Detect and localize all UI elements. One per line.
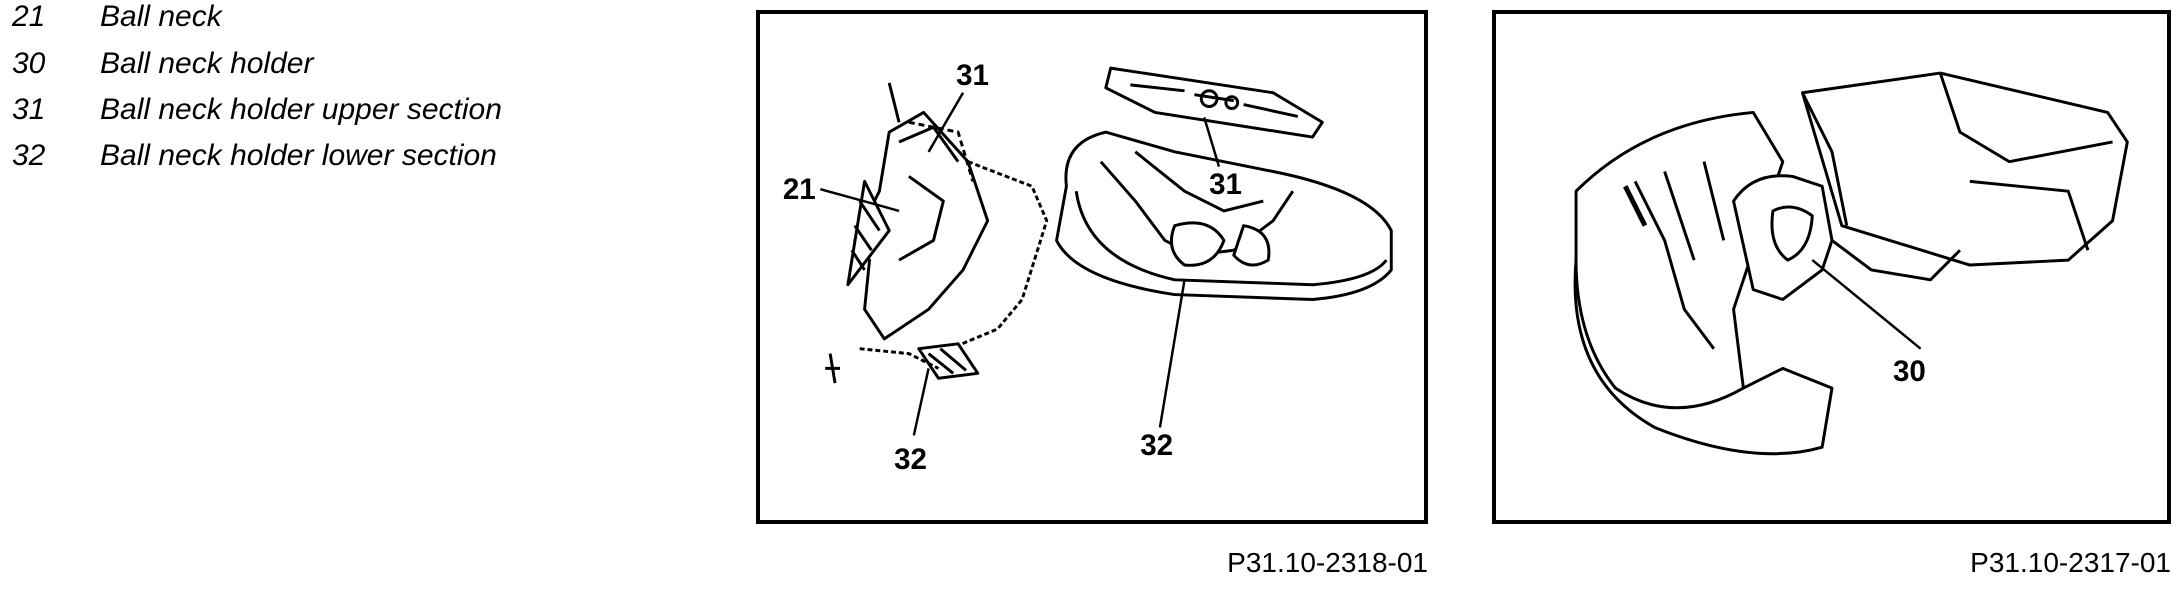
legend-number: 31 bbox=[12, 93, 46, 126]
assembled-view-illustration: 30 bbox=[1573, 71, 2129, 456]
callout-21: 21 bbox=[783, 173, 816, 206]
exploded-view-illustration: 21 31 31 32 32 bbox=[783, 59, 1393, 476]
legend-text: Ball neck holder lower section bbox=[100, 139, 497, 172]
legend-text: Ball neck holder upper section bbox=[100, 93, 502, 126]
callout-31: 31 bbox=[1209, 168, 1242, 201]
figure-caption: P31.10-2318-01 bbox=[1227, 547, 1428, 578]
legend-number: 32 bbox=[12, 139, 46, 172]
legend-text: Ball neck holder bbox=[100, 47, 314, 80]
callout-31: 31 bbox=[956, 59, 989, 92]
callout-30: 30 bbox=[1893, 355, 1926, 388]
figure-ball-neck-holder-assembled: 30 bbox=[1492, 10, 2171, 524]
legend-number: 30 bbox=[12, 47, 46, 80]
callout-32: 32 bbox=[894, 443, 927, 476]
legend-number: 21 bbox=[12, 0, 46, 33]
figure-caption: P31.10-2317-01 bbox=[1970, 547, 2171, 578]
legend-text: Ball neck bbox=[100, 0, 222, 33]
figure-ball-neck-holder-exploded: 21 31 31 32 32 bbox=[756, 10, 1428, 524]
callout-32: 32 bbox=[1140, 429, 1173, 462]
